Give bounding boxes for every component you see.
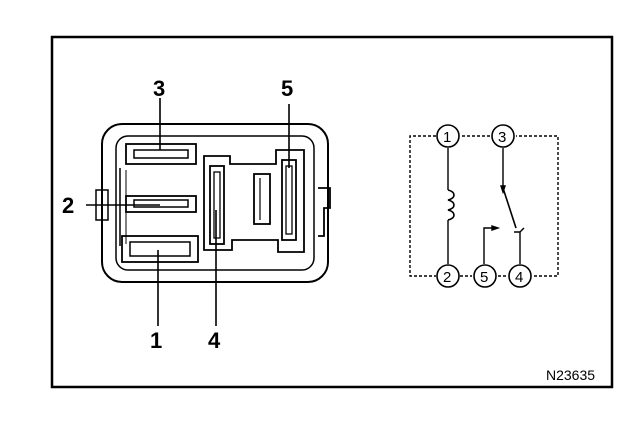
switch-contact (502, 187, 517, 229)
terminal-5-number: 5 (480, 269, 488, 286)
schematic-enclosure (409, 135, 559, 277)
pin-cavity (203, 149, 305, 253)
relay-connector (95, 123, 331, 283)
connector-pin-1-label: 1 (150, 328, 162, 353)
pin-5-slot (281, 159, 297, 241)
connector-pin-2-label: 2 (62, 193, 74, 218)
terminal-3-number: 3 (498, 129, 506, 146)
connector-housing-outer (101, 123, 329, 283)
center-cavity (253, 173, 271, 225)
terminal-1-number: 1 (443, 129, 451, 146)
connector-right-tab (318, 187, 331, 237)
terminal-2-number: 2 (443, 269, 451, 286)
figure-code: N23635 (546, 367, 595, 383)
pin-1-slot (121, 235, 199, 263)
terminal-5 (473, 264, 497, 288)
terminal-1 (436, 124, 460, 148)
terminal-3 (491, 124, 515, 148)
pin-3-slot (125, 143, 197, 165)
terminal-4-number: 4 (515, 269, 523, 286)
leader-lines (86, 98, 290, 326)
relay-schematic (409, 135, 559, 277)
coil-symbol (447, 189, 455, 221)
connector-pin-3-label: 3 (153, 76, 165, 101)
connector-pin-5-label: 5 (281, 76, 293, 101)
connector-pin-4-label: 4 (208, 328, 221, 353)
pin-4-slot (209, 165, 225, 245)
terminal-2 (436, 264, 460, 288)
figure-frame (50, 35, 614, 389)
schematic-terminals (436, 124, 532, 288)
pin-2-slot (125, 195, 197, 213)
terminal-4 (508, 264, 532, 288)
connector-housing-inner (115, 135, 315, 271)
